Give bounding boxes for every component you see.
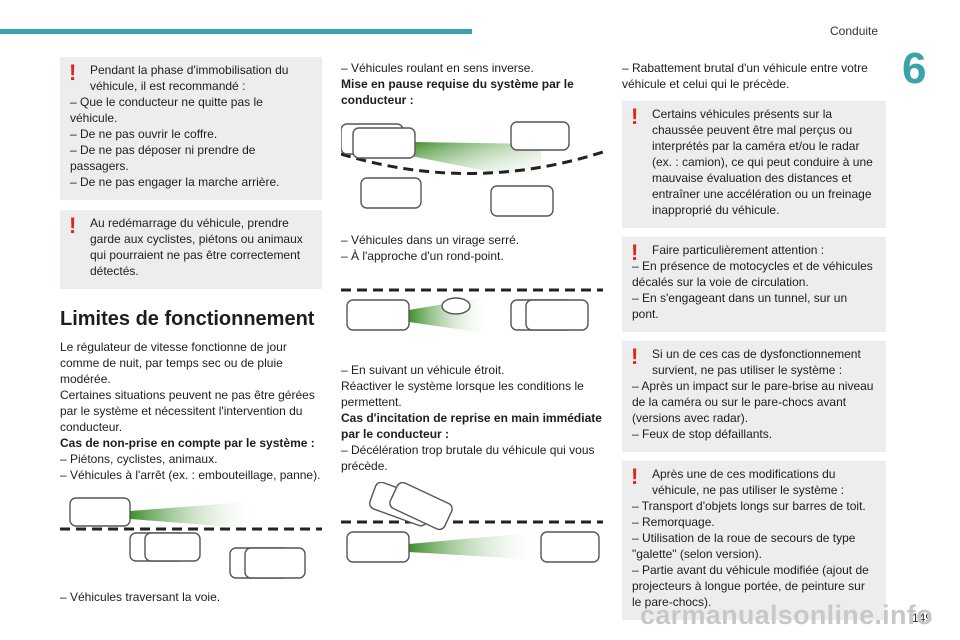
warning-box-1: ! Pendant la phase d'immobilisation du v… xyxy=(60,57,322,200)
column-2: – Véhicules roulant en sens inverse. Mis… xyxy=(341,60,605,582)
warning-icon: ! xyxy=(69,60,77,85)
section-heading: Limites de fonctionnement xyxy=(60,308,315,330)
warning-icon: ! xyxy=(631,240,639,265)
warning-box-3: ! Certains véhicules présents sur la cha… xyxy=(622,101,886,228)
watermark: carmanualsonline.info xyxy=(640,600,933,630)
warning-box-6: ! Après une de ces modifications du véhi… xyxy=(622,461,886,620)
column-3: – Rabattement brutal d'un véhicule entre… xyxy=(622,60,886,620)
warning-icon: ! xyxy=(631,104,639,129)
illustration-cut-in-vehicle xyxy=(341,482,603,563)
illustration-narrow-vehicle xyxy=(341,288,603,334)
warning-icon: ! xyxy=(631,464,639,489)
illustration-tight-curve xyxy=(341,121,604,217)
illustration-crossing-vehicles xyxy=(60,497,322,579)
warning-icon: ! xyxy=(631,344,639,369)
column-1: ! Pendant la phase d'immobilisation du v… xyxy=(60,57,322,605)
page-number: 149 xyxy=(912,611,933,625)
warning-box-4: ! Faire particulièrement attention : – E… xyxy=(622,237,886,332)
warning-box-2: ! Au redémarrage du véhicule, prendre ga… xyxy=(60,210,322,289)
chapter-number: 6 xyxy=(902,44,927,93)
warning-icon: ! xyxy=(69,213,77,238)
section-title: Conduite xyxy=(830,24,879,38)
warning-box-5: ! Si un de ces cas de dysfonctionnement … xyxy=(622,341,886,452)
header-accent-bar xyxy=(0,29,472,34)
